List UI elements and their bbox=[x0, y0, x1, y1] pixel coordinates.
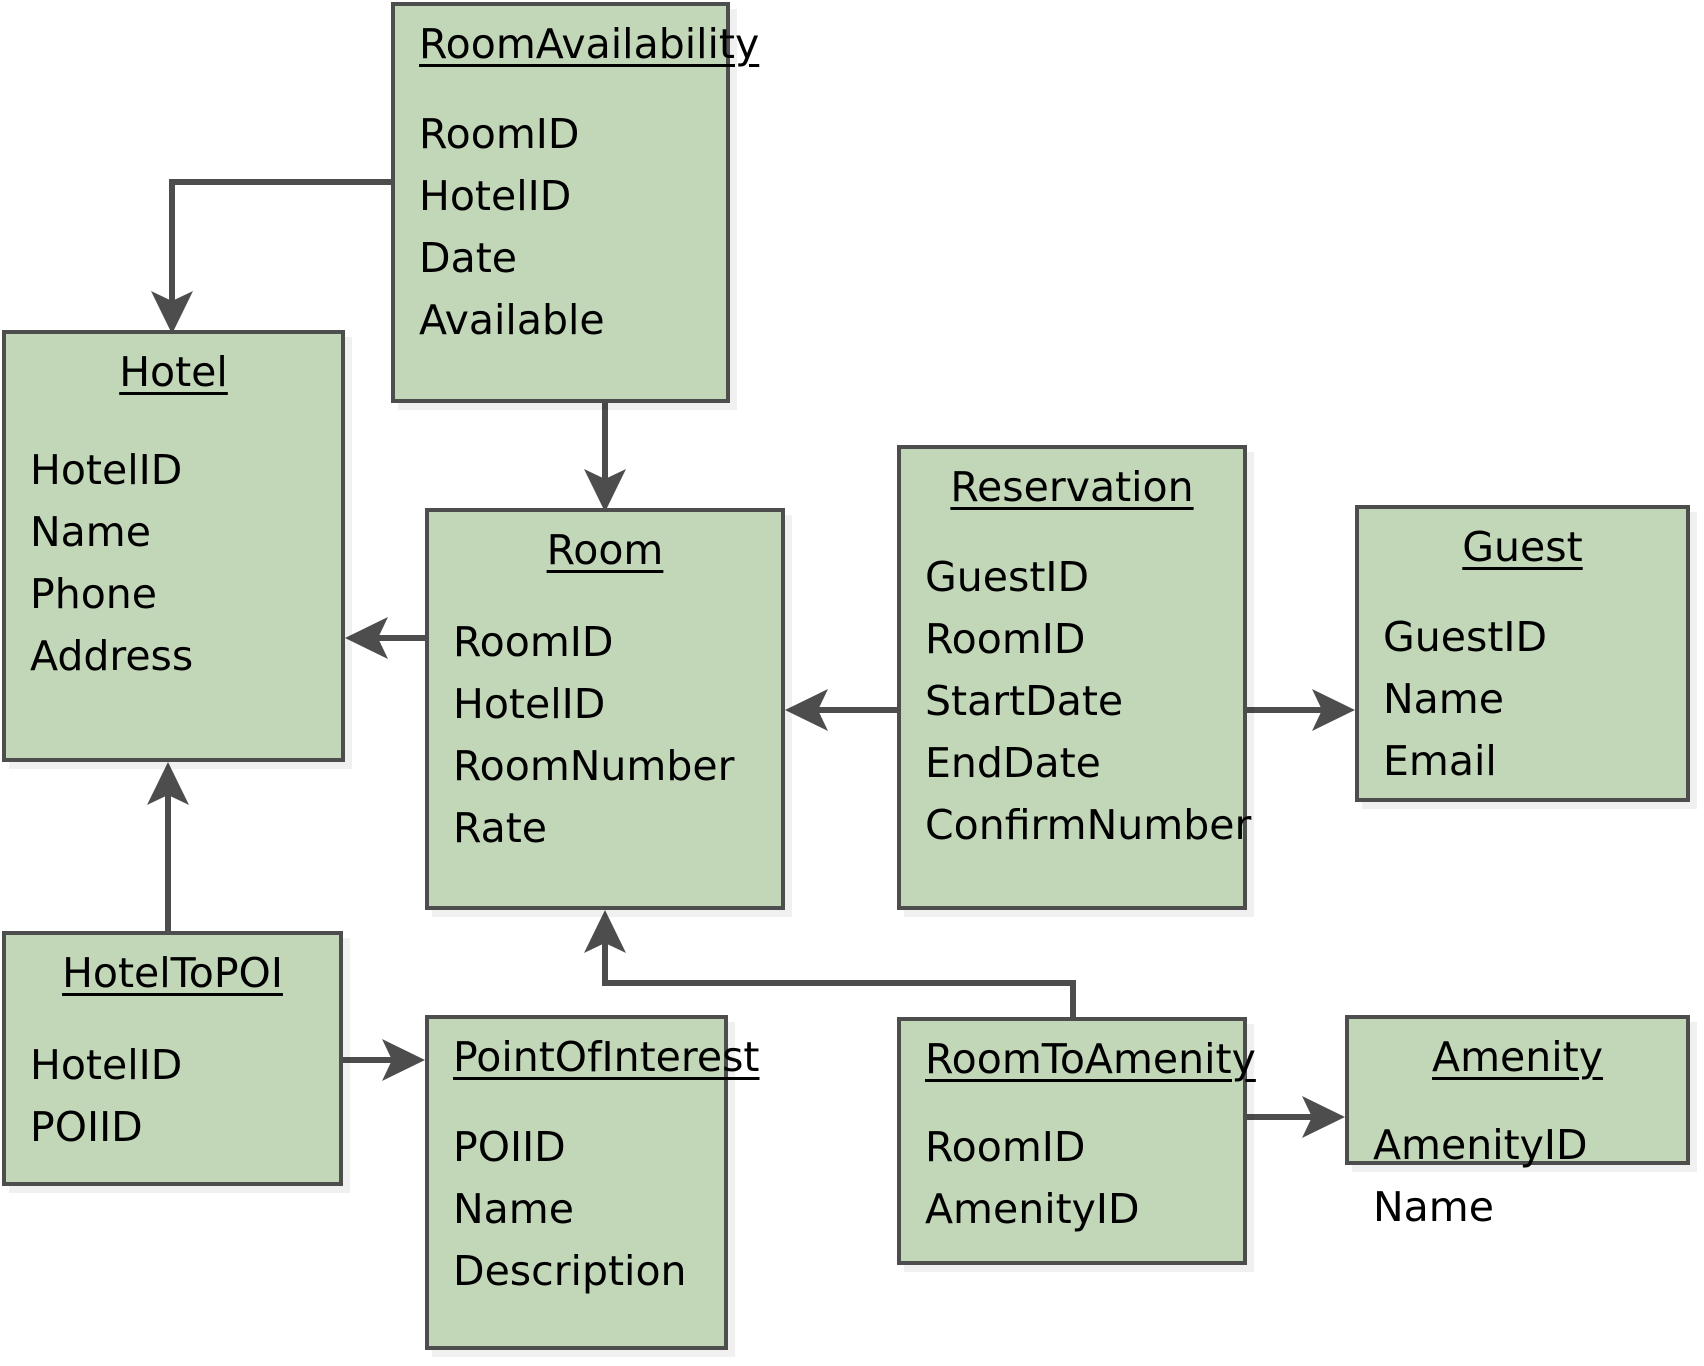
attribute-list-roomtoamenity: RoomID AmenityID bbox=[925, 1116, 1219, 1240]
entity-title-amenity: Amenity bbox=[1432, 1033, 1603, 1081]
attribute-list-hotel: HotelID Name Phone Address bbox=[30, 439, 317, 687]
entity-reservation[interactable]: Reservation GuestID RoomID StartDate End… bbox=[897, 445, 1252, 910]
attribute-item: Name bbox=[30, 508, 151, 556]
entity-hoteltopoi[interactable]: HotelToPOI HotelID POIID bbox=[2, 931, 343, 1186]
attribute-list-guest: GuestID Name Email bbox=[1383, 606, 1662, 792]
attribute-item: Address bbox=[30, 632, 194, 680]
attribute-list-reservation: GuestID RoomID StartDate EndDate Confirm… bbox=[925, 546, 1252, 856]
connector-reservation-to-guest bbox=[1247, 689, 1355, 731]
attribute-item: EndDate bbox=[925, 739, 1101, 787]
entity-roomtoamenity[interactable]: RoomToAmenity RoomID AmenityID bbox=[897, 1017, 1256, 1265]
attribute-item: RoomID bbox=[925, 615, 1086, 663]
entity-hotel[interactable]: Hotel HotelID Name Phone Address bbox=[2, 330, 345, 762]
entity-roomavailability[interactable]: RoomAvailability RoomID HotelID Date Ava… bbox=[391, 2, 760, 403]
attribute-item: Description bbox=[453, 1247, 687, 1295]
connector-hoteltopoi-to-hotel bbox=[147, 762, 189, 931]
attribute-item: GuestID bbox=[1383, 613, 1548, 661]
attribute-item: RoomID bbox=[453, 618, 614, 666]
entity-guest[interactable]: Guest GuestID Name Email bbox=[1355, 505, 1690, 802]
attribute-item: RoomNumber bbox=[453, 742, 735, 790]
connector-roomtoamenity-to-room bbox=[584, 910, 1076, 1017]
entity-amenity[interactable]: Amenity AmenityID Name bbox=[1345, 1015, 1690, 1231]
attribute-list-roomavailability: RoomID HotelID Date Available bbox=[419, 103, 702, 351]
attribute-list-room: RoomID HotelID RoomNumber Rate bbox=[453, 611, 757, 859]
attribute-item: Email bbox=[1383, 737, 1497, 785]
connector-reservation-to-room bbox=[785, 689, 897, 731]
attribute-item: Name bbox=[453, 1185, 574, 1233]
attribute-item: ConfirmNumber bbox=[925, 801, 1252, 849]
attribute-item: AmenityID bbox=[925, 1185, 1140, 1233]
entity-title-reservation: Reservation bbox=[950, 463, 1194, 511]
attribute-item: Rate bbox=[453, 804, 548, 852]
attribute-item: Available bbox=[419, 296, 605, 344]
attribute-item: Date bbox=[419, 234, 517, 282]
attribute-item: GuestID bbox=[925, 553, 1090, 601]
entity-title-guest: Guest bbox=[1462, 523, 1583, 571]
entity-title-hoteltopoi: HotelToPOI bbox=[62, 949, 283, 997]
connector-room-to-hotel bbox=[345, 617, 425, 659]
attribute-item: Name bbox=[1373, 1183, 1494, 1231]
entity-pointofinterest[interactable]: PointOfInterest POIID Name Description bbox=[425, 1015, 760, 1350]
entity-room[interactable]: Room RoomID HotelID RoomNumber Rate bbox=[425, 508, 785, 910]
connector-roomtoamenity-to-amenity bbox=[1247, 1096, 1345, 1138]
attribute-item: RoomID bbox=[925, 1123, 1086, 1171]
connector-roomavailability-to-hotel bbox=[151, 179, 391, 334]
attribute-item: HotelID bbox=[419, 172, 572, 220]
attribute-item: HotelID bbox=[453, 680, 606, 728]
attribute-list-amenity: AmenityID Name bbox=[1373, 1114, 1662, 1238]
attribute-item: POIID bbox=[30, 1103, 143, 1151]
connector-roomavailability-to-room bbox=[584, 403, 626, 512]
entity-title-hotel: Hotel bbox=[119, 348, 228, 396]
entity-title-roomavailability: RoomAvailability bbox=[419, 20, 760, 68]
attribute-item: RoomID bbox=[419, 110, 580, 158]
attribute-item: StartDate bbox=[925, 677, 1124, 725]
attribute-item: AmenityID bbox=[1373, 1121, 1588, 1169]
entity-title-pointofinterest: PointOfInterest bbox=[453, 1033, 760, 1081]
attribute-item: HotelID bbox=[30, 1041, 183, 1089]
attribute-list-hoteltopoi: HotelID POIID bbox=[30, 1034, 315, 1158]
attribute-item: Phone bbox=[30, 570, 158, 618]
entity-title-roomtoamenity: RoomToAmenity bbox=[925, 1035, 1256, 1083]
attribute-item: POIID bbox=[453, 1123, 566, 1171]
attribute-item: HotelID bbox=[30, 446, 183, 494]
attribute-list-pointofinterest: POIID Name Description bbox=[453, 1116, 700, 1302]
entity-title-room: Room bbox=[546, 526, 664, 574]
attribute-item: Name bbox=[1383, 675, 1504, 723]
connector-hoteltopoi-to-pointofinterest bbox=[343, 1039, 425, 1081]
